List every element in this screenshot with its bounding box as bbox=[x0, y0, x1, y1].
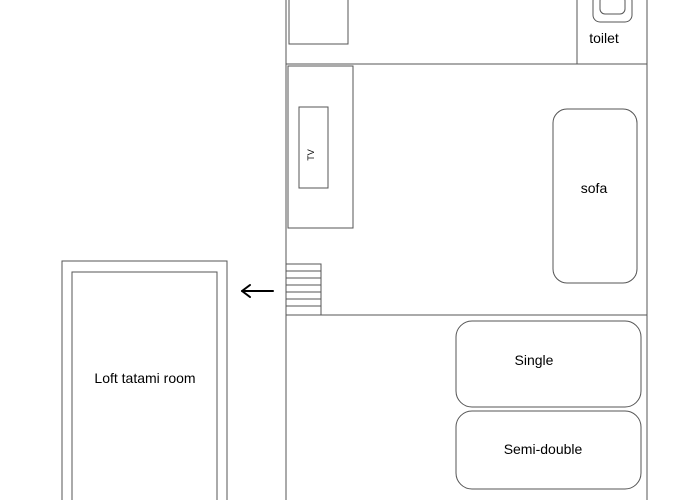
single-bed-shape bbox=[455, 320, 642, 408]
loft-label: Loft tatami room bbox=[94, 370, 195, 386]
stairs-outline bbox=[285, 263, 322, 316]
semi-double-bed-shape bbox=[455, 410, 642, 490]
sofa-shape bbox=[552, 108, 638, 284]
toilet-compartment: toilet bbox=[576, 0, 633, 64]
counter-top-left bbox=[288, 0, 349, 45]
apartment-walls bbox=[285, 0, 648, 500]
tv-label: TV bbox=[306, 149, 316, 161]
semi-double-bed-label: Semi-double bbox=[504, 441, 583, 457]
sofa: sofa bbox=[552, 108, 638, 284]
single-bed: Single bbox=[455, 320, 642, 408]
loft-inner bbox=[71, 271, 218, 500]
tv-stand: TV bbox=[287, 65, 354, 229]
toilet-seat-inner bbox=[599, 0, 626, 15]
loft-outer bbox=[61, 260, 228, 500]
tv-screen bbox=[298, 106, 329, 189]
toilet-label: toilet bbox=[589, 30, 619, 46]
stairs bbox=[285, 263, 322, 316]
sofa-label: sofa bbox=[581, 180, 608, 196]
arrow-left-icon bbox=[241, 284, 274, 298]
loft-tatami-room bbox=[61, 260, 228, 500]
single-bed-label: Single bbox=[515, 352, 554, 368]
semi-double-bed: Semi-double bbox=[455, 410, 642, 490]
